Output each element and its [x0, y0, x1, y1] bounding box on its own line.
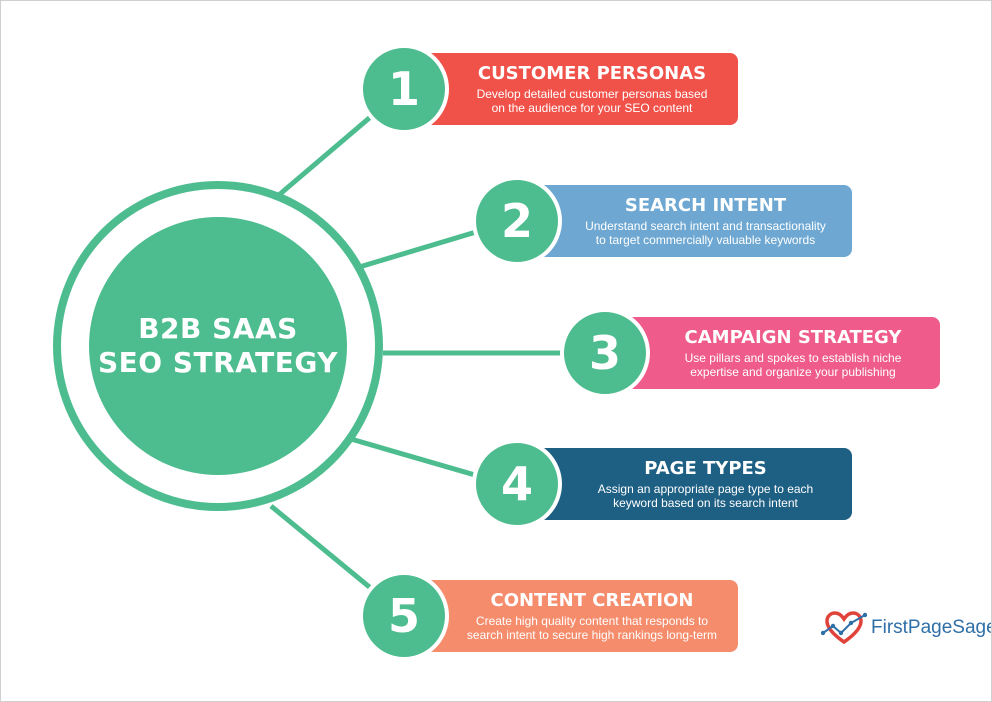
step-description: Create high quality content that respond…: [466, 614, 718, 642]
step-title: CONTENT CREATION: [490, 590, 694, 611]
step-card-4: PAGE TYPES Assign an appropriate page ty…: [519, 448, 852, 520]
step-description: Use pillars and spokes to establish nich…: [684, 351, 902, 379]
step-description: Assign an appropriate page type to each …: [597, 482, 814, 510]
hub-title-line2: SEO STRATEGY: [97, 346, 339, 379]
step-number-badge-4: 4: [472, 439, 562, 529]
step-number-badge-3: 3: [560, 308, 650, 398]
step-title: PAGE TYPES: [644, 458, 767, 479]
heart-chart-logo-icon: [821, 611, 867, 645]
step-card-3: CAMPAIGN STRATEGY Use pillars and spokes…: [606, 317, 940, 389]
brand-logo-text: FirstPageSage: [871, 617, 992, 638]
step-title: SEARCH INTENT: [624, 195, 787, 216]
hub-title-line1: B2B SAAS: [138, 312, 298, 345]
hub-circle: B2B SAAS SEO STRATEGY: [89, 217, 347, 475]
step-number-badge-2: 2: [472, 176, 562, 266]
step-description: Develop detailed customer personas based…: [476, 87, 708, 115]
step-description: Understand search intent and transaction…: [585, 219, 826, 247]
step-card-5: CONTENT CREATION Create high quality con…: [406, 580, 738, 652]
step-number-badge-1: 1: [359, 44, 449, 134]
step-card-2: SEARCH INTENT Understand search intent a…: [519, 185, 852, 257]
step-title: CAMPAIGN STRATEGY: [684, 327, 902, 348]
brand-logo: FirstPageSage: [821, 609, 992, 647]
step-card-1: CUSTOMER PERSONAS Develop detailed custo…: [406, 53, 738, 125]
step-title: CUSTOMER PERSONAS: [477, 63, 707, 84]
step-number-badge-5: 5: [359, 571, 449, 661]
